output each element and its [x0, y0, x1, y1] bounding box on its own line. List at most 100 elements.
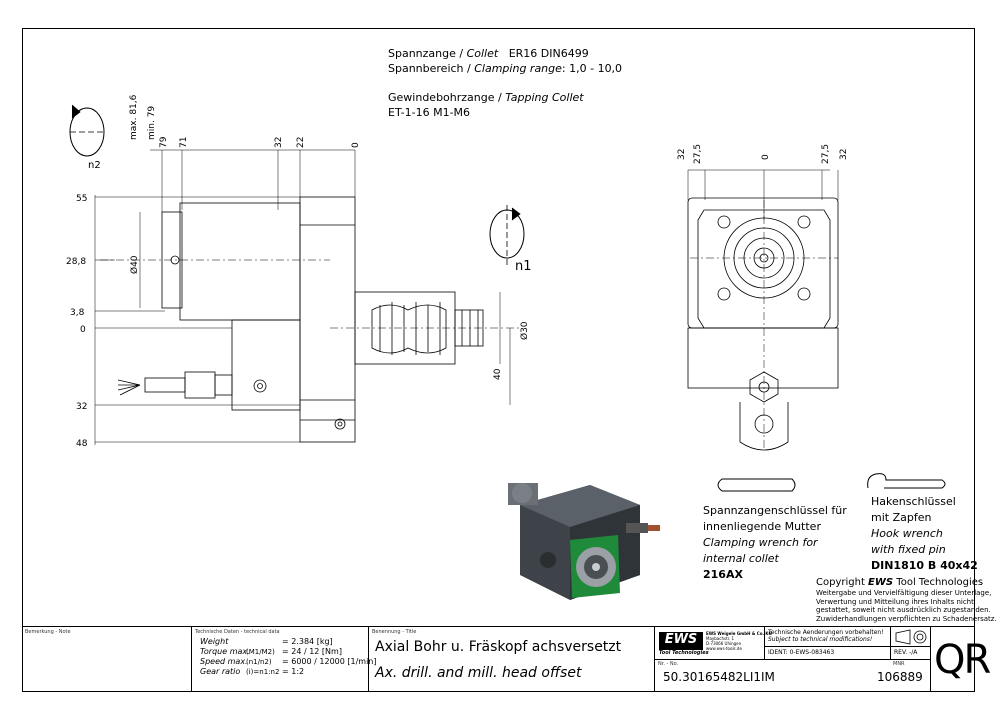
part-number: 50.30165482LI1IM [663, 670, 775, 684]
dim-top-3: 71 [179, 137, 189, 148]
tech-row-name: Gear ratio [200, 667, 241, 676]
number-cell: Nr. - No. 50.30165482LI1IM MNR 106889 [655, 660, 931, 692]
clamping-wrench-caption: Spannzangenschlüssel für innenliegende M… [703, 503, 847, 583]
tap-spec: ET-1-16 M1-M6 [388, 106, 471, 119]
dim-top-6: 0 [351, 142, 361, 148]
ident-number: IDENT: 0-EWS-083463 [768, 649, 835, 656]
dim-left-3: 0 [80, 325, 86, 335]
tap-label-de: Gewindebohrzange / [388, 91, 506, 104]
tech-data-table: Weight = 2.384 [kg] Torque max.(M1/M2) = 2… [200, 637, 377, 677]
dim-top-4: 32 [274, 137, 284, 148]
dim-vertical-40: 40 [493, 368, 503, 380]
revision: REV. -/A [894, 649, 918, 656]
clamping-wrench-icon [717, 478, 796, 492]
copyright-brand: EWS [868, 577, 894, 588]
tech-row-value: = 6000 / 12000 [1/min] [282, 657, 377, 666]
tech-row-name: Speed max. [200, 657, 248, 666]
front-dim-4: 32 [839, 149, 849, 160]
clamping-wrench-line1: Spannzangenschlüssel für [703, 504, 847, 517]
side-view-top-dims: max. 81,6 min. 79 79 71 32 22 0 [129, 94, 361, 148]
hook-wrench-line2: mit Zapfen [871, 511, 932, 524]
title-english: Ax. drill. and mill. head offset [375, 665, 582, 681]
copyright-line4: Zuwiderhandlungen verpflichten zu Schade… [816, 614, 997, 623]
company-street: Maybachstr. 1 [706, 636, 735, 641]
collet-notes: Spannzange / Collet ER16 DIN6499 Spannbe… [388, 46, 622, 120]
tech-row-name: Weight [200, 637, 229, 646]
product-render-image [508, 483, 660, 600]
dim-left-5: 48 [76, 439, 88, 449]
change-note-cell: Technische Aenderungen vorbehalten! Subj… [765, 627, 891, 660]
hook-wrench-line1: Hakenschlüssel [871, 495, 956, 508]
ews-logo: EWS [659, 632, 703, 650]
tech-row-name: Torque max. [200, 647, 250, 656]
range-label-en: Clamping range [474, 62, 562, 75]
hook-wrench-line3: Hook wrench [871, 527, 943, 540]
dim-left-1: 28,8 [66, 257, 86, 267]
range-label-de: Spannbereich / [388, 62, 475, 75]
collet-label-de: Spannzange / [388, 47, 467, 60]
company-address: EWS Weigele GmbH & Co. KG Maybachstr. 1 … [706, 631, 772, 651]
company-web: www.ews-tools.de [706, 646, 742, 651]
number-label: Nr. - No. [658, 661, 679, 667]
copyright-notice: Copyright EWS Tool Technologies Weiterga… [816, 577, 997, 623]
copyright-heading-post: Tool Technologies [893, 577, 984, 588]
dim-top-1: min. 79 [147, 106, 157, 140]
projection-cell: REV. -/A [891, 627, 931, 660]
n1-label: n1 [515, 259, 532, 274]
change-note-en: Subject to technical modifications! [768, 636, 873, 643]
clamping-wrench-part: 216AX [703, 568, 743, 581]
front-dim-1: 27,5 [693, 144, 703, 164]
tech-row-value: = 24 / 12 [Nm] [282, 647, 342, 656]
title-label: Benennung - Title [372, 629, 417, 635]
ews-logo-sub: Tool Technologies [659, 650, 709, 656]
front-dim-0: 32 [677, 149, 687, 160]
title-cell: Benennung - Title Axial Bohr u. Fräskopf… [369, 627, 655, 692]
front-view-dims: 32 27,5 0 27,5 32 [677, 144, 849, 164]
dim-top-2: 79 [159, 136, 169, 148]
front-dim-3: 27,5 [821, 144, 831, 164]
mnr-number: 106889 [877, 670, 923, 684]
projection-symbol-icon [895, 629, 927, 645]
dim-left-4: 32 [76, 402, 87, 412]
copyright-line2: Verwertung und Mitteilung ihres Inhalts … [816, 597, 974, 606]
copyright-line1: Weitergabe und Vervielfältigung dieser U… [816, 589, 992, 597]
clamping-wrench-line2: innenliegende Mutter [703, 520, 821, 533]
drawing-frame [22, 28, 975, 692]
hook-wrench-part: DIN1810 B 40x42 [871, 559, 978, 572]
company-name: EWS Weigele GmbH & Co. KG [706, 631, 772, 636]
tech-row-value: = 1:2 [282, 667, 305, 676]
tech-row-value: = 2.384 [kg] [282, 637, 333, 646]
remarks-cell: Bemerkung - Note [22, 627, 192, 692]
side-view-left-dims: 55 28,8 3,8 0 32 48 Ø40 Ø30 40 [66, 194, 530, 449]
title-german: Axial Bohr u. Fräskopf achsversetzt [375, 639, 622, 655]
hook-wrench-line4: with fixed pin [871, 543, 946, 556]
range-value: : 1,0 - 10,0 [561, 62, 623, 75]
clamping-wrench-line3: Clamping wrench for [703, 536, 818, 549]
clamping-wrench-line4: internal collet [703, 552, 779, 565]
tech-data-label: Technische Daten - technical data [195, 629, 280, 635]
hook-wrench-caption: Hakenschlüssel mit Zapfen Hook wrench wi… [871, 494, 978, 574]
front-view-drawing: 32 27,5 0 27,5 32 [677, 144, 849, 451]
tech-row-unit: (i)=n1:n2 [246, 668, 280, 676]
hook-wrench-icon [867, 473, 946, 489]
dim-top-5: 22 [296, 137, 306, 148]
company-city: D-73066 Uhingen [706, 641, 742, 646]
title-block: Bemerkung - Note Technische Daten - tech… [22, 626, 991, 692]
collet-spec: ER16 DIN6499 [508, 47, 589, 60]
tap-label-en: Tapping Collet [505, 91, 584, 104]
tech-row-unit: (n1/n2) [246, 658, 272, 666]
n2-label: n2 [88, 160, 101, 171]
dim-left-0: 55 [76, 194, 87, 204]
company-cell: EWS Tool Technologies EWS Weigele GmbH &… [655, 627, 772, 660]
tech-data-cell: Technische Daten - technical data Weight… [192, 627, 377, 692]
copyright-heading-pre: Copyright [816, 577, 869, 588]
mnr-label: MNR [893, 661, 905, 667]
copyright-line3: gestattet, soweit nicht ausdrücklich zug… [816, 606, 991, 614]
dim-diameter-30: Ø30 [519, 321, 530, 340]
dim-diameter-40: Ø40 [129, 255, 140, 274]
tech-row-unit: (M1/M2) [246, 648, 275, 656]
change-note-de: Technische Aenderungen vorbehalten! [768, 629, 884, 636]
dim-top-0: max. 81,6 [129, 94, 139, 140]
